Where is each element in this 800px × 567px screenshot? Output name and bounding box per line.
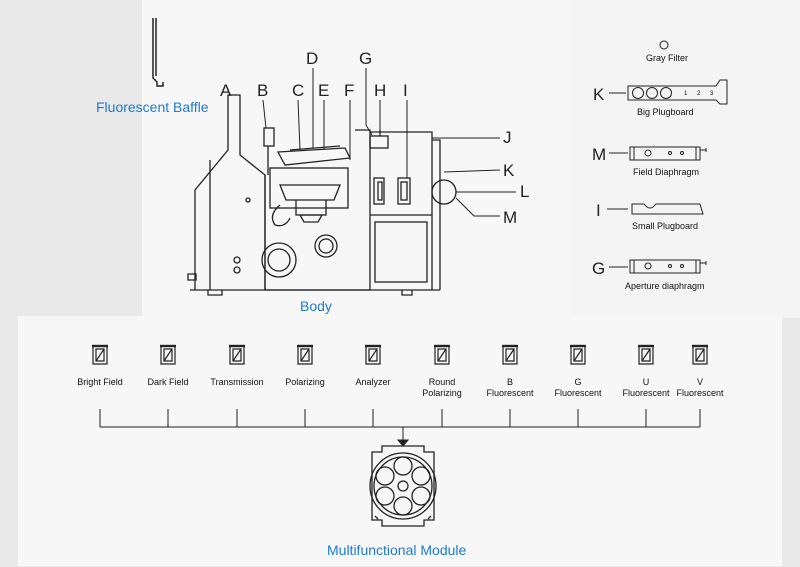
letter-f: F bbox=[344, 81, 354, 100]
filter-cube-icon bbox=[570, 344, 586, 365]
letter-j: J bbox=[503, 128, 512, 147]
filter-cube-item: Bright Field bbox=[77, 344, 123, 387]
accessory-aperture-diaphragm: G Aperture diaphragm bbox=[592, 259, 707, 291]
accessory-letter-m: M bbox=[592, 145, 606, 164]
letter-a: A bbox=[220, 81, 232, 100]
big-plugboard-number-1: 1 bbox=[684, 91, 688, 97]
filter-cube-icon bbox=[297, 344, 313, 365]
multifunctional-module-caption: Multifunctional Module bbox=[327, 542, 467, 558]
filter-cube-icon bbox=[434, 344, 450, 365]
gray-filter-label: Gray Filter bbox=[646, 53, 688, 63]
body-panel bbox=[142, 0, 570, 318]
letter-i: I bbox=[403, 81, 408, 100]
filter-label-line1: Round bbox=[429, 377, 456, 387]
big-plugboard-number-3: 3 bbox=[710, 91, 714, 97]
big-plugboard-label: Big Plugboard bbox=[637, 107, 694, 117]
accessory-field-diaphragm: M Field Diaphragm bbox=[592, 145, 707, 177]
accessory-letter-k: K bbox=[593, 85, 605, 104]
filter-label-line1: G bbox=[574, 377, 581, 387]
big-plugboard-number-2: 2 bbox=[697, 91, 701, 97]
filter-label-line1: U bbox=[643, 377, 650, 387]
letter-d: D bbox=[306, 49, 318, 68]
filter-label-line1: Transmission bbox=[210, 377, 263, 387]
filter-cube-item: Dark Field bbox=[147, 344, 189, 387]
filter-cube-icon bbox=[365, 344, 381, 365]
accessory-letter-g: G bbox=[592, 259, 605, 278]
accessories-panel bbox=[570, 0, 800, 318]
letter-m: M bbox=[503, 208, 517, 227]
filter-label-line1: Bright Field bbox=[77, 377, 123, 387]
filter-cube-icon bbox=[638, 344, 654, 365]
field-diaphragm-label: Field Diaphragm bbox=[633, 167, 699, 177]
filter-label-line2: Fluorescent bbox=[676, 388, 724, 398]
filter-cube-icon bbox=[160, 344, 176, 365]
connector-tree bbox=[99, 409, 701, 447]
filter-cube-item: Polarizing bbox=[285, 344, 325, 387]
accessory-letter-i: I bbox=[596, 201, 601, 220]
microscope-body-drawing bbox=[187, 94, 457, 296]
letter-c: C bbox=[292, 81, 304, 100]
fluorescent-baffle-drawing bbox=[152, 18, 164, 87]
letter-h: H bbox=[374, 81, 386, 100]
letter-l: L bbox=[520, 182, 529, 201]
body-caption: Body bbox=[300, 298, 332, 314]
letter-b: B bbox=[257, 81, 268, 100]
leader-lines bbox=[227, 68, 516, 217]
gray-filter-icon bbox=[659, 40, 669, 50]
letter-e: E bbox=[318, 81, 329, 100]
letter-g: G bbox=[359, 49, 372, 68]
multifunctional-module-drawing bbox=[369, 445, 437, 527]
filter-cube-item: Transmission bbox=[210, 344, 264, 387]
filter-label-line2: Fluorescent bbox=[622, 388, 670, 398]
filter-cube-icon bbox=[92, 344, 108, 365]
filter-cube-icon bbox=[692, 344, 708, 365]
part-letters: A B C D E F G H I J K L M bbox=[220, 49, 529, 227]
aperture-diaphragm-label: Aperture diaphragm bbox=[625, 281, 705, 291]
filter-label-line1: Analyzer bbox=[355, 377, 390, 387]
filter-cube-item: Analyzer bbox=[355, 344, 391, 387]
filter-label-line2: Fluorescent bbox=[486, 388, 534, 398]
filter-label-line1: Dark Field bbox=[147, 377, 188, 387]
accessory-big-plugboard: Gray Filter 1 2 3 K Big Plugboard bbox=[593, 40, 728, 117]
accessory-small-plugboard: I Small Plugboard bbox=[596, 201, 704, 231]
filter-label-line1: B bbox=[507, 377, 513, 387]
filter-cube-icon bbox=[229, 344, 245, 365]
filter-label-line1: Polarizing bbox=[285, 377, 325, 387]
letter-k: K bbox=[503, 161, 515, 180]
filter-cube-icon bbox=[502, 344, 518, 365]
filter-label-line1: V bbox=[697, 377, 703, 387]
fluorescent-baffle-caption: Fluorescent Baffle bbox=[96, 99, 209, 115]
filter-label-line2: Polarizing bbox=[422, 388, 462, 398]
filter-label-line2: Fluorescent bbox=[554, 388, 602, 398]
small-plugboard-label: Small Plugboard bbox=[632, 221, 698, 231]
